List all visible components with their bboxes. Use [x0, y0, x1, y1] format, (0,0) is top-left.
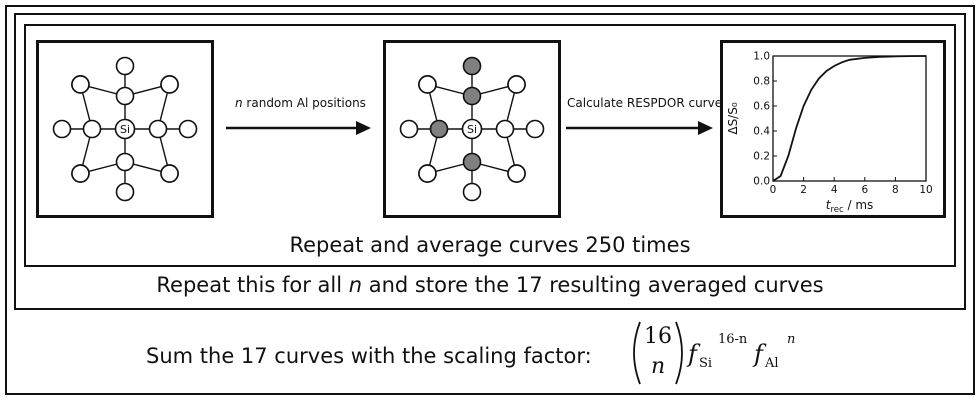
si-site [71, 164, 90, 183]
summation-caption: Sum the 17 curves with the scaling facto… [146, 344, 592, 368]
respdor-chart: 0 2 4 6 8 10 0.0 0.2 0.4 0.6 0.8 1.0 trec / ms ΔS/S₀ [726, 51, 933, 216]
si-site [71, 75, 90, 94]
f-si-subscript: Si [699, 356, 713, 371]
f-si-superscript: 16-n [718, 332, 748, 347]
inner-loop-frame [24, 24, 956, 267]
si-site [115, 182, 135, 202]
si-site [507, 164, 526, 183]
center-si-site [114, 118, 136, 140]
si-site [160, 164, 179, 183]
arrow-1-label: n random Al positions [235, 96, 366, 110]
center-si-label: Si [467, 123, 477, 136]
lattice-panel-al: Si [383, 40, 561, 218]
si-site [115, 56, 135, 76]
si-site [148, 119, 168, 139]
inner-loop-caption: Repeat and average curves 250 times [289, 233, 691, 257]
si-site [178, 119, 198, 139]
scaling-factor-formula: 16 n f Si 16-n f Al n [630, 318, 830, 388]
arrow-2 [566, 121, 713, 135]
outer-frame [5, 5, 975, 395]
si-site [507, 75, 526, 94]
binomial-top: 16 [644, 324, 672, 349]
f-al: f [754, 340, 763, 368]
y-tick-label: 0.0 [753, 176, 770, 188]
center-si-label: Si [120, 123, 130, 136]
respdor-chart-panel: 0 2 4 6 8 10 0.0 0.2 0.4 0.6 0.8 1.0 trec / ms ΔS/S₀ [720, 40, 946, 218]
lattice-diagram-initial: Si [52, 56, 198, 202]
x-tick-label: 0 [770, 184, 777, 196]
y-tick-label: 1.0 [753, 51, 770, 63]
y-tick-label: 0.2 [753, 151, 770, 163]
al-site [462, 86, 482, 106]
x-tick-label: 2 [800, 184, 807, 196]
si-site [525, 119, 545, 139]
al-site [429, 119, 449, 139]
si-site [82, 119, 102, 139]
x-axis-label: trec / ms [826, 198, 874, 215]
y-tick-label: 0.6 [753, 101, 770, 113]
al-site [462, 152, 482, 172]
si-site [495, 119, 515, 139]
y-axis-label: ΔS/S₀ [726, 102, 740, 134]
x-tick-label: 10 [919, 184, 932, 196]
si-site [418, 164, 437, 183]
middle-loop-caption: Repeat this for all n and store the 17 r… [156, 273, 824, 297]
binomial-parentheses [633, 321, 683, 385]
binomial-bottom: n [651, 354, 666, 379]
middle-loop-frame [14, 13, 966, 310]
al-site [462, 56, 482, 76]
si-site [418, 75, 437, 94]
si-site [399, 119, 419, 139]
respdor-curve [772, 55, 927, 182]
arrow-1 [226, 121, 371, 135]
si-site [115, 152, 135, 172]
x-tick-label: 6 [861, 184, 868, 196]
si-site [52, 119, 72, 139]
lattice-panel-initial: Si [36, 40, 214, 218]
center-si-site [461, 118, 483, 140]
x-tick-label: 4 [831, 184, 838, 196]
si-site [462, 182, 482, 202]
f-al-superscript: n [787, 332, 796, 347]
lattice-diagram-al: Si [399, 56, 545, 202]
arrow-2-label: Calculate RESPDOR curve [567, 96, 723, 110]
si-site [115, 86, 135, 106]
x-tick-label: 8 [892, 184, 899, 196]
f-al-subscript: Al [765, 356, 779, 371]
y-tick-label: 0.8 [753, 76, 770, 88]
chart-plot-area [772, 55, 927, 182]
f-si: f [688, 340, 697, 368]
si-site [160, 75, 179, 94]
y-tick-label: 0.4 [753, 126, 770, 138]
